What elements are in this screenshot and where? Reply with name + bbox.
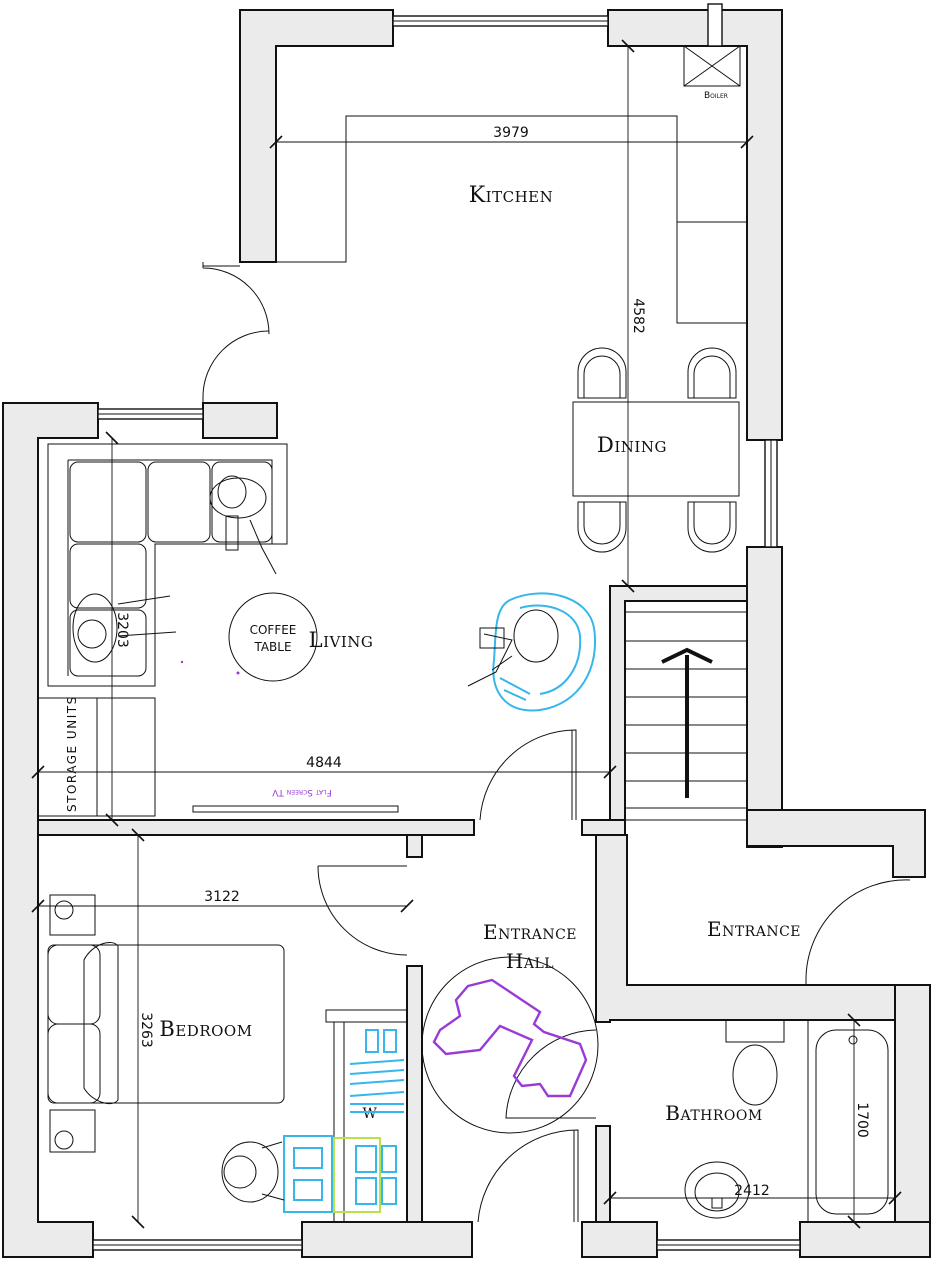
wall-hall-entrance-left xyxy=(581,819,626,836)
dim-bath-width: 2412 xyxy=(734,1183,770,1199)
wardrobe-hangers xyxy=(283,1029,405,1213)
wall-bottom-bath-left xyxy=(581,1221,658,1258)
dimension-lines: 3979 4582 4844 3203 3122 3263 1700 xyxy=(31,39,902,1229)
flat-screen-tv xyxy=(192,805,399,813)
room-label-dining: Dining xyxy=(597,433,667,457)
wheelchair-outline xyxy=(432,978,588,1098)
room-label-bathroom: Bathroom xyxy=(665,1101,762,1125)
dim-kitchen-length: 4582 xyxy=(630,298,646,334)
bedroom-furniture: W Bedroom xyxy=(47,894,408,1223)
dining-chair xyxy=(577,501,627,553)
dim-living-depth: 3203 xyxy=(114,612,130,648)
dim-bedroom-width: 3122 xyxy=(204,889,240,905)
room-label-living: Living xyxy=(309,628,374,652)
wall-bottom-bedroom xyxy=(301,1221,473,1258)
room-label-entrance: Entrance xyxy=(707,917,801,941)
doors xyxy=(202,262,911,1223)
wardrobe-label: W xyxy=(363,1106,378,1122)
bedside-table xyxy=(49,894,96,936)
door-hall-bottom xyxy=(477,1129,579,1223)
flat-screen-tv-label: Flat Screen TV xyxy=(271,787,331,797)
wall-bedroom-right xyxy=(406,965,423,1223)
toilet-bowl xyxy=(732,1044,778,1106)
dining-set: Dining xyxy=(572,347,740,553)
person-on-beanbag xyxy=(467,609,559,687)
dim-bath-length: 1700 xyxy=(854,1102,870,1138)
boiler-flue xyxy=(707,3,723,47)
corner-sofa xyxy=(47,443,288,687)
wall-entrance-right xyxy=(746,809,926,878)
wall-kitchen-right-lower xyxy=(746,546,783,848)
kitchen-worktop-left xyxy=(276,115,747,324)
boiler-label: Boiler xyxy=(704,91,728,101)
wardrobe xyxy=(325,1009,408,1023)
door-front xyxy=(805,879,911,985)
wall-pier xyxy=(406,834,423,858)
door-living xyxy=(479,729,577,821)
dining-chair xyxy=(577,347,627,399)
coffee-table-label-line2: TABLE xyxy=(253,640,291,654)
turning-circle xyxy=(421,956,599,1134)
person-at-wardrobe xyxy=(221,1141,285,1203)
dining-chair xyxy=(687,347,737,399)
wall-kitchen-top-right xyxy=(607,9,783,441)
room-label-kitchen: Kitchen xyxy=(469,183,554,208)
wash-basin xyxy=(684,1161,750,1219)
wall-bath-right xyxy=(894,984,931,1223)
coffee-table xyxy=(228,592,318,682)
dim-kitchen-width: 3979 xyxy=(493,125,529,141)
room-label-entrance-hall-line1: Entrance xyxy=(483,920,577,944)
bathtub xyxy=(807,1019,896,1223)
dining-chair xyxy=(687,501,737,553)
kitchen-fittings: Boiler Kitchen xyxy=(276,45,747,324)
person-seated-sofa xyxy=(209,475,277,575)
door-bedroom xyxy=(317,865,408,956)
walls xyxy=(2,9,931,1258)
door-bathroom xyxy=(505,1029,597,1119)
staircase xyxy=(624,600,748,821)
wall-kitchen-top-left xyxy=(239,9,394,263)
dim-bedroom-length: 3263 xyxy=(138,1012,154,1048)
beanbag-chair xyxy=(492,592,596,712)
wall-stair-left xyxy=(609,585,748,821)
room-label-entrance-hall-line2: Hall xyxy=(506,949,554,973)
room-label-bedroom: Bedroom xyxy=(159,1017,252,1041)
bathroom-fittings: Bathroom xyxy=(665,1019,896,1223)
wall-bath-left xyxy=(595,1125,611,1223)
bedside-table xyxy=(49,1109,96,1153)
person-seated-sofa xyxy=(72,593,177,663)
door-garden-right xyxy=(202,330,270,403)
boiler-unit xyxy=(683,45,741,87)
dim-living-width: 4844 xyxy=(306,755,342,771)
wall-living-bedroom xyxy=(37,819,475,836)
double-bed xyxy=(47,944,285,1104)
door-garden-left xyxy=(202,262,270,335)
coffee-table-label-line1: COFFEE xyxy=(250,623,297,637)
wall-living-top-right xyxy=(202,402,278,439)
wall-bottom-bath-right xyxy=(799,1221,931,1258)
toilet-cistern xyxy=(725,1019,785,1043)
living-furniture: STORAGE UNITS COFFEE TABLE Flat Screen T… xyxy=(37,443,596,817)
windows xyxy=(92,3,801,1251)
dining-table xyxy=(572,401,740,497)
entrance-hall: Entrance Hall xyxy=(421,920,599,1134)
storage-units-label: STORAGE UNITS xyxy=(65,695,79,812)
